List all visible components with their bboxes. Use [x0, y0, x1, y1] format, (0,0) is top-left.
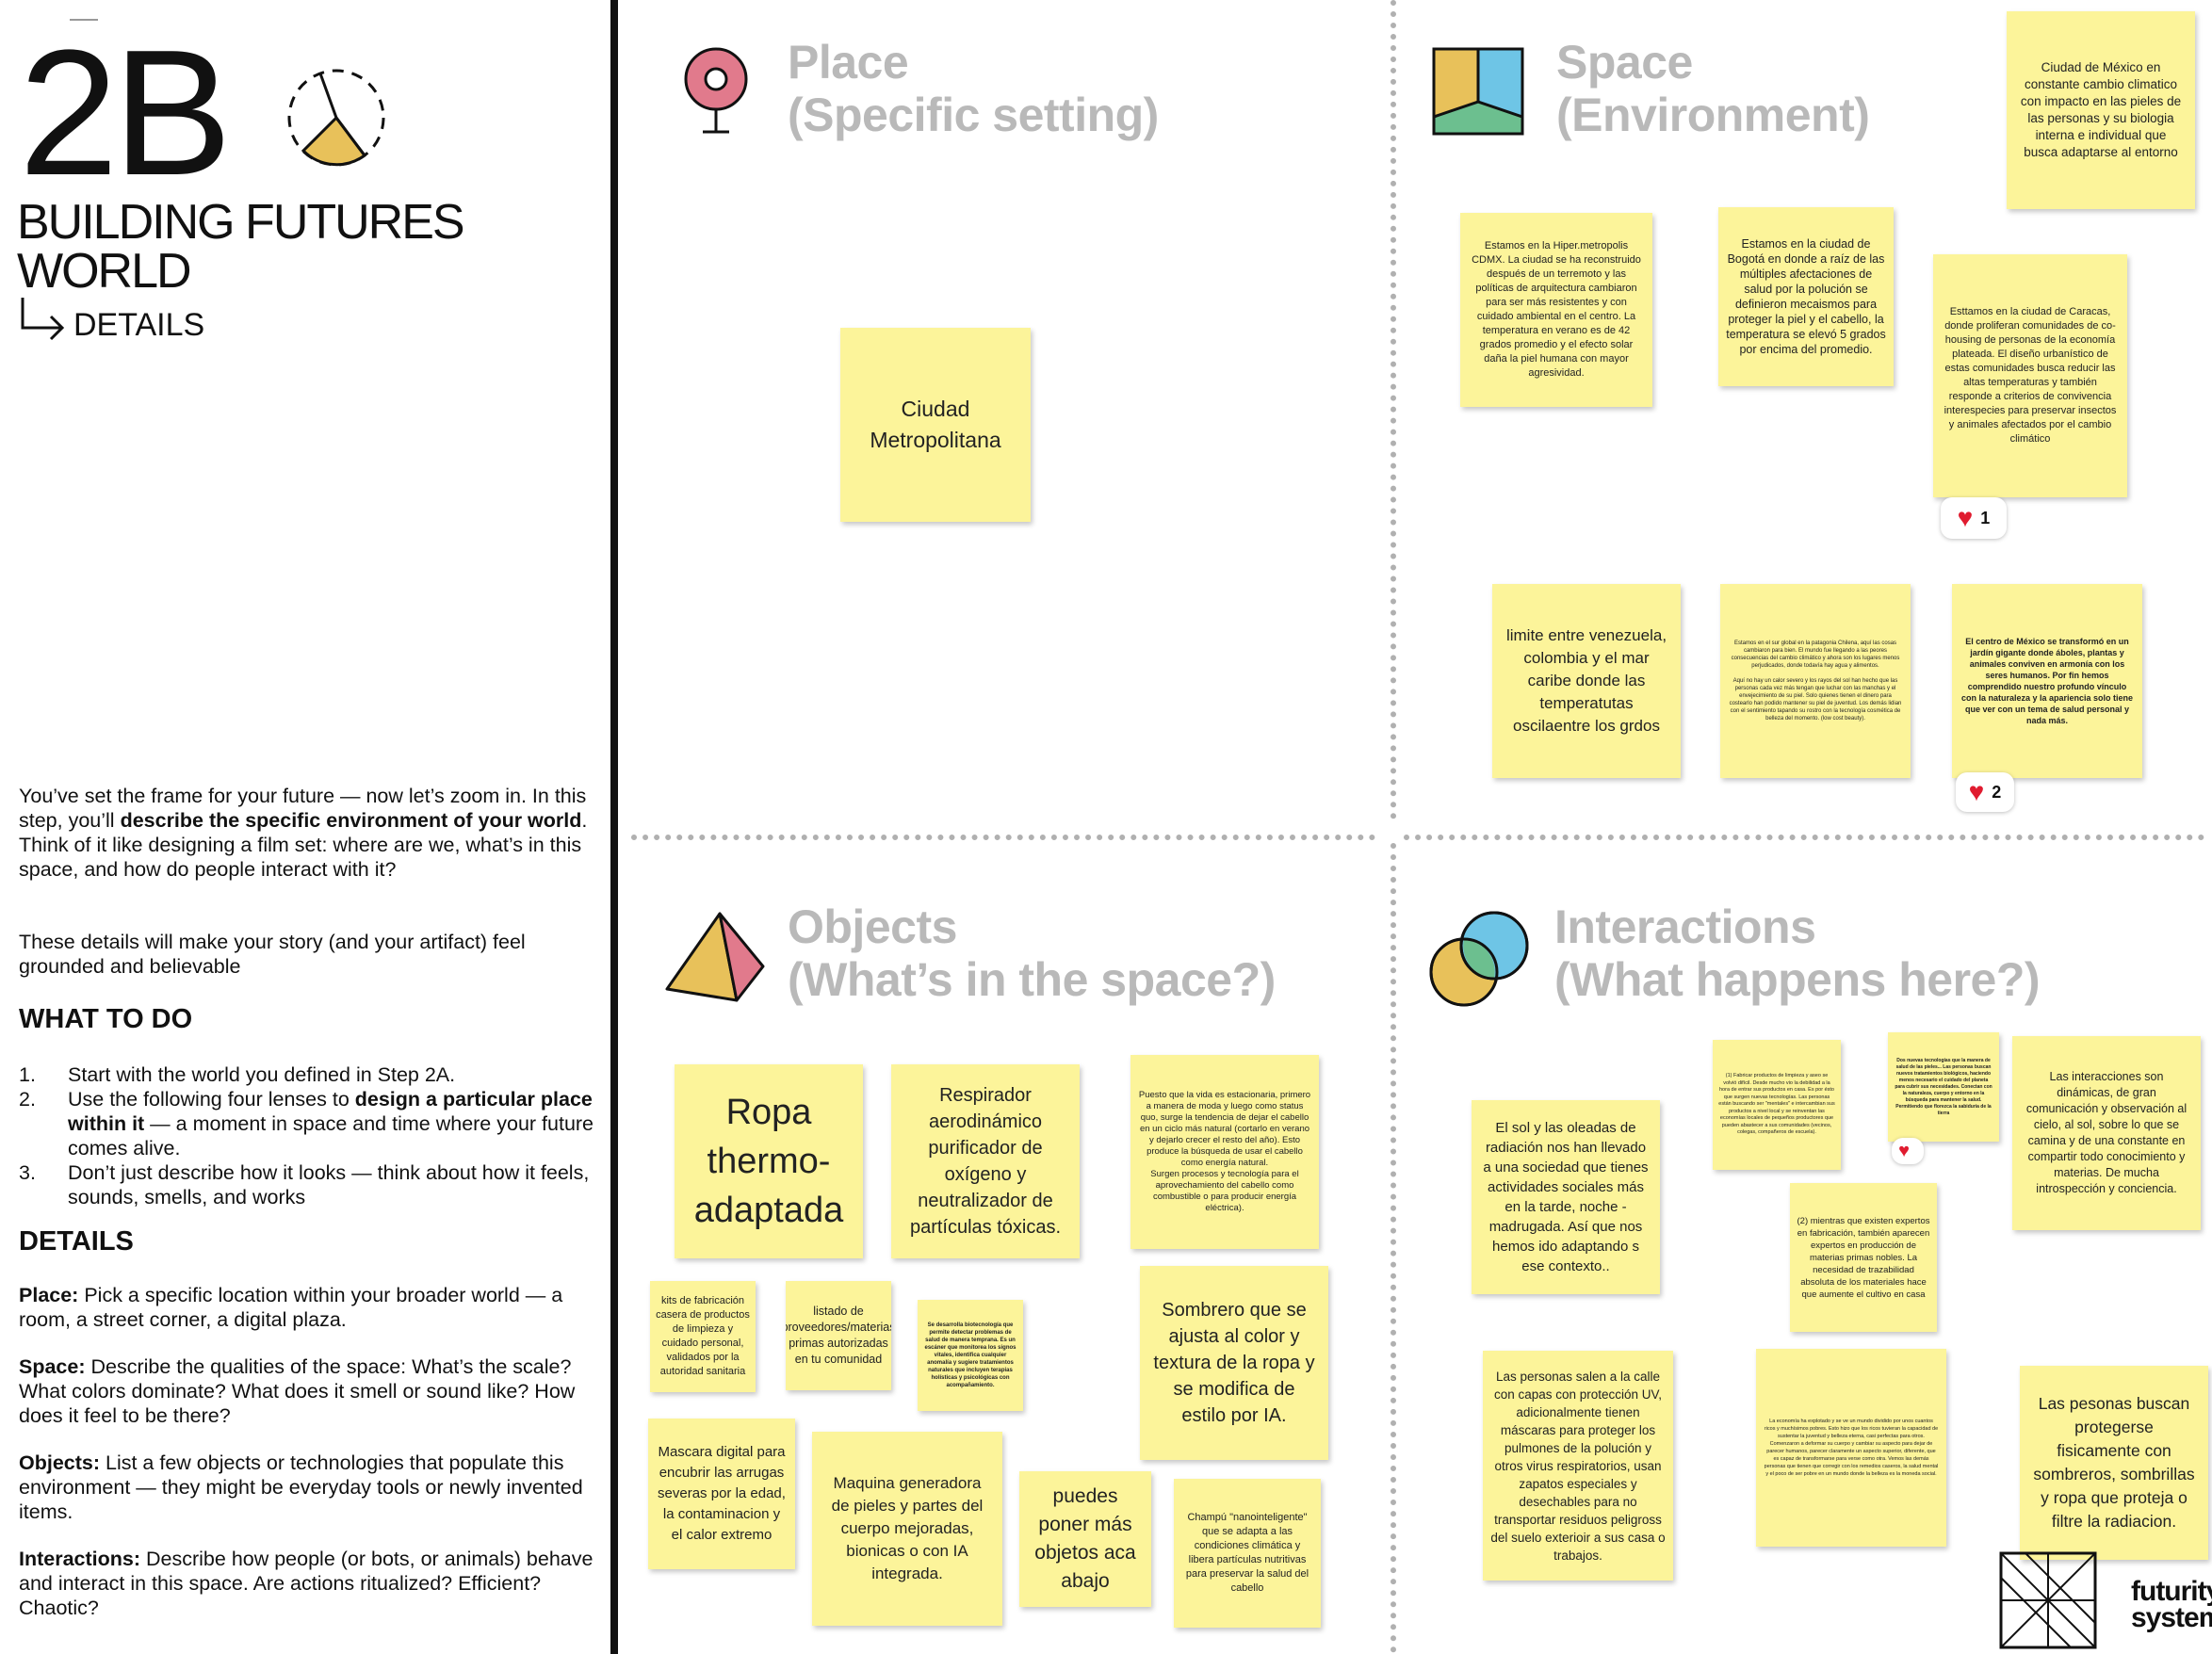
heart-icon: ♥	[1957, 503, 1974, 532]
sticky-note[interactable]: Ciudad de México en constante cambio cli…	[2007, 11, 2195, 209]
reaction-badge[interactable]: ♥1	[1941, 497, 2007, 539]
panel-drag-handle[interactable]	[70, 19, 98, 21]
subtitle-details: DETAILS	[73, 307, 205, 343]
sticky-note[interactable]: Sombrero que se ajusta al color y textur…	[1140, 1266, 1328, 1460]
sticky-note[interactable]: Las personas salen a la calle con capas …	[1483, 1351, 1673, 1581]
detail-space: Space: Describe the qualities of the spa…	[19, 1355, 576, 1427]
sticky-note[interactable]: Maquina generadora de pieles y partes de…	[812, 1432, 1002, 1626]
sticky-note[interactable]: puedes poner más objetos aca abajo	[1019, 1471, 1151, 1607]
heart-icon: ♥	[1968, 777, 1985, 806]
quadrant-title-interactions: Interactions (What happens here?)	[1554, 900, 2041, 1006]
sticky-note[interactable]: Estamos en la Hiper.metropolis CDMX. La …	[1460, 213, 1652, 407]
details-heading: DETAILS	[19, 1226, 134, 1257]
sticky-note[interactable]: Dos nuevas tecnologías que la manera de …	[1888, 1032, 1999, 1142]
intro-paragraph-2: These details will make your story (and …	[19, 931, 526, 978]
what-to-do-heading: WHAT TO DO	[19, 1004, 193, 1034]
brand-wordmark: futurity systems	[2131, 1576, 2212, 1633]
reaction-badge[interactable]: ♥	[1892, 1138, 1924, 1164]
sticky-note[interactable]: Ciudad Metropolitana	[840, 328, 1031, 522]
sticky-note[interactable]: Estamos en el sur global en la patagonia…	[1720, 584, 1911, 778]
divider-vertical-bottom	[1391, 843, 1396, 1653]
reaction-badge[interactable]: ♥2	[1956, 772, 2014, 812]
detail-place: Place: Pick a specific location within y…	[19, 1284, 563, 1331]
sticky-note[interactable]: Estamos en la ciudad de Bogotá en donde …	[1718, 207, 1894, 386]
steps-list: 1.Start with the world you defined in St…	[19, 1062, 595, 1209]
quadrant-title-space: Space (Environment)	[1556, 36, 1870, 141]
pie-segment-icon	[287, 69, 385, 167]
sticky-note[interactable]: Mascara digital para encubrir las arruga…	[648, 1419, 795, 1569]
step-item: 1.Start with the world you defined in St…	[19, 1063, 456, 1086]
sticky-note[interactable]: (2) mientras que existen expertos en fab…	[1790, 1183, 1937, 1332]
intro-paragraph: You’ve set the frame for your future — n…	[19, 785, 588, 881]
sticky-note[interactable]: (1) Fabricar productos de limpieza y ase…	[1713, 1040, 1841, 1170]
sticky-note[interactable]: Las pesonas buscan protegerse fisicament…	[2020, 1366, 2208, 1560]
divider-horizontal-right	[1404, 835, 2204, 840]
title-line-2: WORLD	[17, 244, 192, 299]
panel-divider	[610, 0, 618, 1654]
futurity-logo-icon	[1999, 1551, 2097, 1649]
sticky-note[interactable]: Puesto que la vida es estacionaria, prim…	[1130, 1055, 1319, 1249]
sticky-note[interactable]: La economía ha explotado y se ve un mund…	[1756, 1349, 1946, 1547]
whiteboard-canvas[interactable]	[618, 0, 2212, 1654]
title-line-1: BUILDING FUTURES	[17, 195, 465, 250]
heart-icon: ♥	[1898, 1141, 1910, 1161]
sticky-note[interactable]: kits de fabricación casera de productos …	[650, 1281, 756, 1392]
sticky-note[interactable]: Se desarrolla biotecnología que permite …	[918, 1300, 1023, 1411]
sticky-note[interactable]: limite entre venezuela, colombia y el ma…	[1492, 584, 1681, 778]
detail-interactions: Interactions: Describe how people (or bo…	[19, 1548, 594, 1619]
sticky-note[interactable]: Respirador aerodinámico purificador de o…	[891, 1064, 1080, 1258]
instructions-panel: 2B BUILDING FUTURES WORLD DETAILS You’ve…	[0, 0, 610, 1654]
divider-horizontal-left	[631, 835, 1375, 840]
sticky-note[interactable]: Las interacciones son dinámicas, de gran…	[2012, 1036, 2201, 1230]
sticky-note[interactable]: El centro de México se transformó en un …	[1952, 584, 2142, 778]
sticky-note[interactable]: Esttamos en la ciudad de Caracas, donde …	[1933, 254, 2127, 497]
sticky-note[interactable]: Ropa thermo-adaptada	[675, 1064, 863, 1258]
sticky-note[interactable]: listado de proveedores/materias primas a…	[786, 1281, 891, 1390]
step-code: 2B	[19, 13, 232, 213]
corner-arrow-icon	[21, 298, 65, 341]
square-segments-icon	[1432, 47, 1524, 136]
quadrant-title-place: Place (Specific setting)	[788, 36, 1159, 141]
divider-vertical-top	[1391, 0, 1396, 819]
quadrant-title-objects: Objects (What’s in the space?)	[788, 900, 1276, 1006]
sticky-note[interactable]: El sol y las oleadas de radiación nos ha…	[1472, 1100, 1660, 1294]
venn-icon	[1429, 911, 1529, 1007]
step-item: 2.Use the following four lenses to desig…	[19, 1088, 594, 1159]
pin-icon	[684, 47, 748, 134]
detail-objects: Objects: List a few objects or technolog…	[19, 1451, 583, 1523]
pyramid-icon	[665, 912, 765, 1002]
step-item: 3.Don’t just describe how it looks — thi…	[19, 1161, 590, 1208]
sticky-note[interactable]: Champú "nanointeligente" que se adapta a…	[1174, 1479, 1321, 1628]
